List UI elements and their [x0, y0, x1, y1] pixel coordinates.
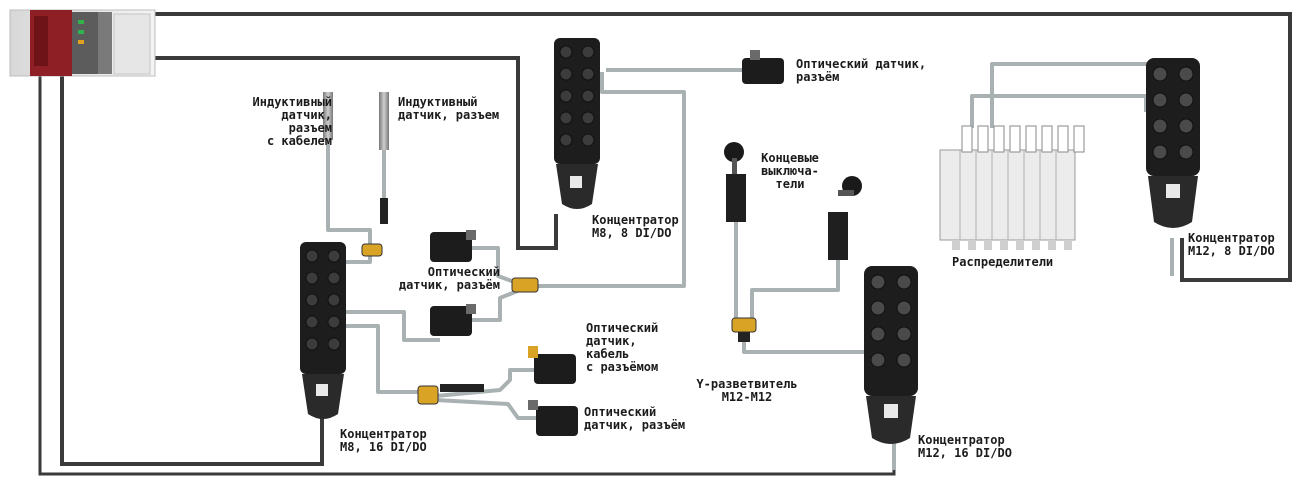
cable-plc-to-m8-8	[150, 58, 556, 248]
label-limit-switches: Концевые выключа- тели	[750, 152, 830, 191]
valve-bank-graphic	[940, 126, 1084, 250]
label-hub-m8-8: Концентратор M8, 8 DI/DO	[592, 214, 702, 240]
label-valves: Распределители	[952, 256, 1082, 269]
y-splitter-m8	[362, 244, 382, 256]
hub-m8-16-graphic	[300, 242, 346, 419]
limit-switch-1-graphic	[724, 142, 746, 222]
label-optical-sensor-top: Оптический датчик, разъём	[796, 58, 966, 84]
hub-m8-8-graphic	[554, 38, 600, 209]
dark-cables	[40, 14, 1290, 474]
label-inductive-sensor-cable: Индуктивный датчик, разъем с кабелем	[196, 96, 332, 148]
label-hub-m8-16: Концентратор M8, 16 DI/DO	[340, 428, 460, 454]
label-hub-m12-16: Концентратор M12, 16 DI/DO	[918, 434, 1038, 460]
limit-switch-2-graphic	[828, 176, 862, 260]
label-inductive-sensor-connector: Индуктивный датчик, разъем	[398, 96, 528, 122]
hub-m12-8-graphic	[1146, 58, 1200, 228]
y-splitter-m12	[732, 318, 756, 342]
label-optical-sensor-cable: Оптический датчик, кабель с разъёмом	[586, 322, 696, 374]
optical-sensor-top-graphic	[742, 50, 784, 84]
label-y-splitter: Y-разветвитель M12-M12	[672, 378, 822, 404]
optical-sensor-center-a-graphic	[430, 230, 476, 262]
y-splitter-center	[512, 278, 538, 292]
label-optical-sensor-bottom: Оптический датчик, разъём	[584, 406, 714, 432]
label-hub-m12-8: Концентратор M12, 8 DI/DO	[1188, 232, 1296, 258]
plc-controller	[10, 10, 155, 76]
hub-m12-16-graphic	[864, 266, 918, 444]
optical-sensor-cable-graphic	[528, 346, 576, 384]
optical-sensor-center-b-graphic	[430, 304, 476, 336]
label-optical-sensor-center: Оптический датчик, разъём	[372, 266, 500, 292]
